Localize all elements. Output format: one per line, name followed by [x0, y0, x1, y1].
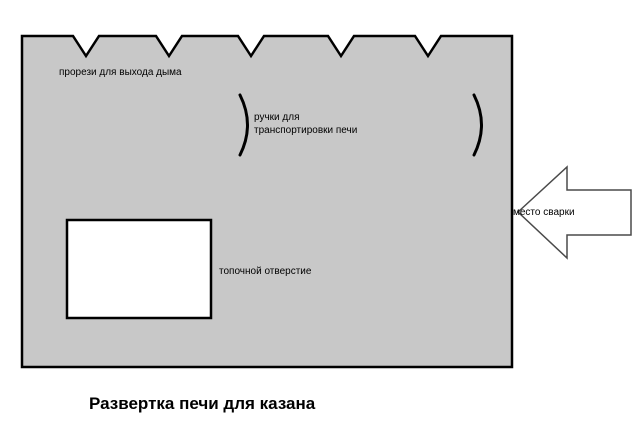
weld-arrow — [516, 165, 632, 260]
smoke-slots-label: прорези для выхода дыма — [59, 67, 182, 78]
firebox-opening-label: топочной отверстие — [219, 266, 312, 277]
handles-label: ручки для транспортировки печи — [254, 111, 357, 137]
firebox-opening — [65, 218, 213, 320]
handles-label-line2: транспортировки печи — [254, 125, 358, 136]
right-handle — [472, 93, 483, 157]
handles-label-line1: ручки для — [254, 112, 300, 123]
weld-place-label: место сварки — [513, 207, 575, 218]
left-handle — [238, 93, 249, 157]
diagram-caption: Развертка печи для казана — [89, 394, 316, 413]
